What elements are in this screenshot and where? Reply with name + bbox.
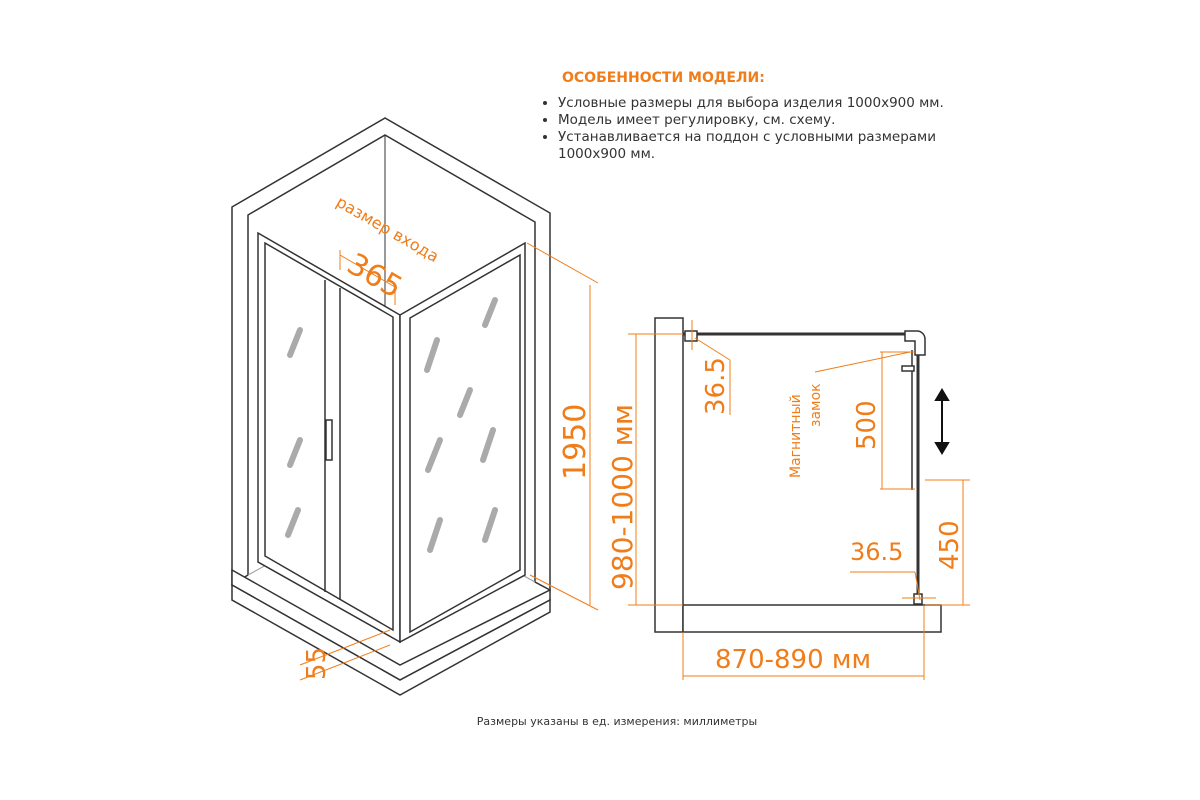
top-offset: 36.5	[701, 357, 731, 415]
height-dim: 1950	[558, 404, 593, 480]
feature-item: Модель имеет регулировку, см. схему.	[558, 112, 990, 129]
magnet-label: Магнитный	[788, 394, 804, 478]
feature-item: Устанавливается на поддон с условными ра…	[558, 129, 990, 163]
magnet-label-2: замок	[808, 383, 824, 427]
iso-dimensions	[299, 242, 599, 681]
features-title: ОСОБЕННОСТИ МОДЕЛИ:	[562, 70, 765, 86]
plan-dimensions	[628, 320, 970, 680]
feature-item: Условные размеры для выбора изделия 1000…	[558, 95, 990, 112]
bottom-dim: 55	[302, 647, 332, 680]
entry-label: размер входа	[333, 192, 442, 266]
adjust-arrow-icon	[934, 388, 950, 455]
units-note: Размеры указаны в ед. измерения: миллиме…	[476, 715, 758, 728]
features-block: ОСОБЕННОСТИ МОДЕЛИ: Условные размеры для…	[530, 70, 990, 163]
plan-view	[654, 317, 942, 633]
side-panel	[399, 241, 526, 644]
depth-range: 870-890 мм	[715, 645, 871, 675]
lower-height: 450	[935, 520, 965, 570]
upper-height: 500	[852, 400, 882, 450]
width-range: 980-1000 мм	[606, 404, 639, 590]
iso-view	[231, 117, 551, 696]
bottom-offset: 36.5	[850, 538, 903, 566]
